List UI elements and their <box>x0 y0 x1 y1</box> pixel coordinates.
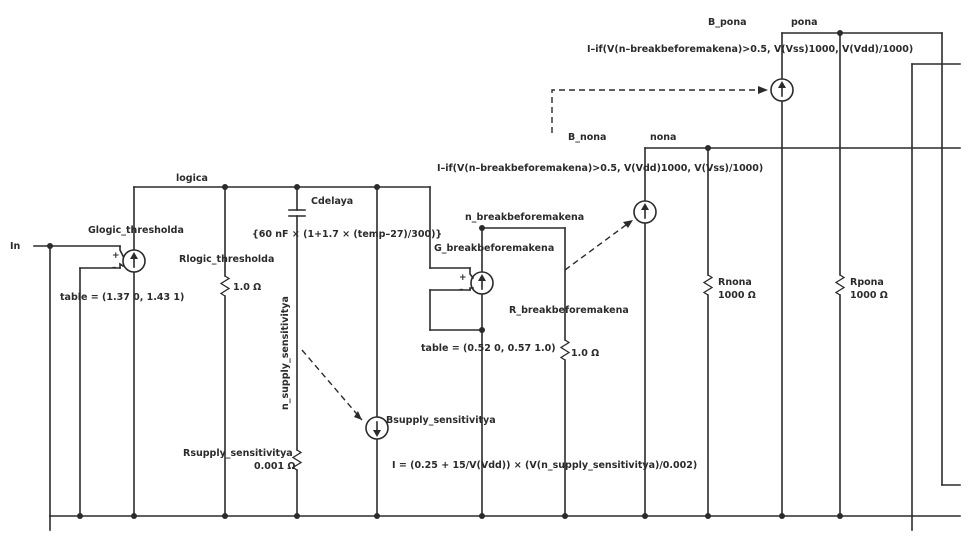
break-to-pona-arrowhead <box>758 86 768 94</box>
label-cdelay-val: {60 nF × (1+1.7 × (temp–27)/300)} <box>252 229 442 240</box>
junction <box>837 513 843 519</box>
label-logica: logica <box>176 173 208 184</box>
junction <box>294 513 300 519</box>
label-bnona: B_nona <box>568 132 606 143</box>
label-rbreak-val: 1.0 Ω <box>571 348 599 359</box>
rpona-zigzag <box>834 274 846 296</box>
label-gbreak-minus: – <box>459 285 464 295</box>
label-nbreak: n_breakbeforemakena <box>465 212 584 223</box>
junction <box>562 513 568 519</box>
label-rbreak: R_breakbeforemakena <box>509 305 629 316</box>
label-gbreak: G_breakbeforemakena <box>434 243 554 254</box>
label-rlogic: Rlogic_thresholda <box>179 254 274 265</box>
break-to-pona-link <box>551 89 760 133</box>
junctions <box>47 30 843 519</box>
bsupply-source <box>365 416 389 440</box>
junction <box>705 513 711 519</box>
label-glogic-plus: + <box>112 251 120 261</box>
label-rlogic-val: 1.0 Ω <box>233 282 261 293</box>
label-rsupply-val: 0.001 Ω <box>254 461 295 472</box>
label-rnona-val: 1000 Ω <box>718 290 756 301</box>
label-rsupply: Rsupply_sensitivitya <box>183 448 293 459</box>
label-bpona: B_pona <box>708 17 747 28</box>
junction <box>294 184 300 190</box>
bpona-source <box>770 78 794 102</box>
bnona-source <box>633 200 657 224</box>
rnona-zigzag <box>702 274 714 296</box>
label-glogic-minus: – <box>112 263 117 273</box>
labels: In logica Glogic_thresholda + – table = … <box>10 17 913 472</box>
junction <box>47 243 53 249</box>
junction <box>642 513 648 519</box>
label-nsupply: n_supply_sensitivitya <box>280 296 291 410</box>
gbreak-source <box>469 267 494 295</box>
break-to-nona-link <box>564 221 631 271</box>
label-bsupply-expr: I = (0.25 + 15/V(Vdd)) × (V(n_supply_sen… <box>392 460 697 471</box>
junction <box>837 30 843 36</box>
label-rpona: Rpona <box>850 277 884 288</box>
label-rnona: Rnona <box>718 277 752 288</box>
resistors <box>219 274 846 471</box>
label-bsupply: Bsupply_sensitivitya <box>386 415 496 426</box>
glogic-source <box>119 245 146 273</box>
junction <box>479 513 485 519</box>
control-links <box>301 86 768 421</box>
label-gbreak-table: table = (0.52 0, 0.57 1.0) <box>421 343 556 354</box>
label-cdelay: Cdelaya <box>311 196 353 207</box>
junction <box>479 327 485 333</box>
label-glogic: Glogic_thresholda <box>88 225 184 236</box>
break-to-nona-arrowhead <box>623 220 633 228</box>
label-nona: nona <box>650 132 676 143</box>
junction <box>779 513 785 519</box>
junction <box>705 145 711 151</box>
supply-sense-link <box>301 349 363 421</box>
rbreak-zigzag <box>559 339 571 361</box>
wires <box>33 32 961 531</box>
label-glogic-table: table = (1.37 0, 1.43 1) <box>60 292 184 303</box>
label-in: In <box>10 241 21 252</box>
label-bpona-expr: I–if(V(n–breakbeforemakena)>0.5, V(Vss)1… <box>587 44 913 55</box>
junction <box>374 513 380 519</box>
rsupply-zigzag <box>291 449 303 471</box>
rlogic-zigzag <box>219 275 231 297</box>
junction <box>131 513 137 519</box>
label-rpona-val: 1000 Ω <box>850 290 888 301</box>
label-pona: pona <box>791 17 818 28</box>
junction <box>222 184 228 190</box>
junction <box>222 513 228 519</box>
junction <box>479 225 485 231</box>
junction <box>77 513 83 519</box>
supply-sense-arrowhead <box>354 411 362 420</box>
label-gbreak-plus: + <box>459 273 467 283</box>
label-bnona-expr: I–if(V(n–breakbeforemakena)>0.5, V(Vdd)1… <box>437 163 763 174</box>
junction <box>374 184 380 190</box>
